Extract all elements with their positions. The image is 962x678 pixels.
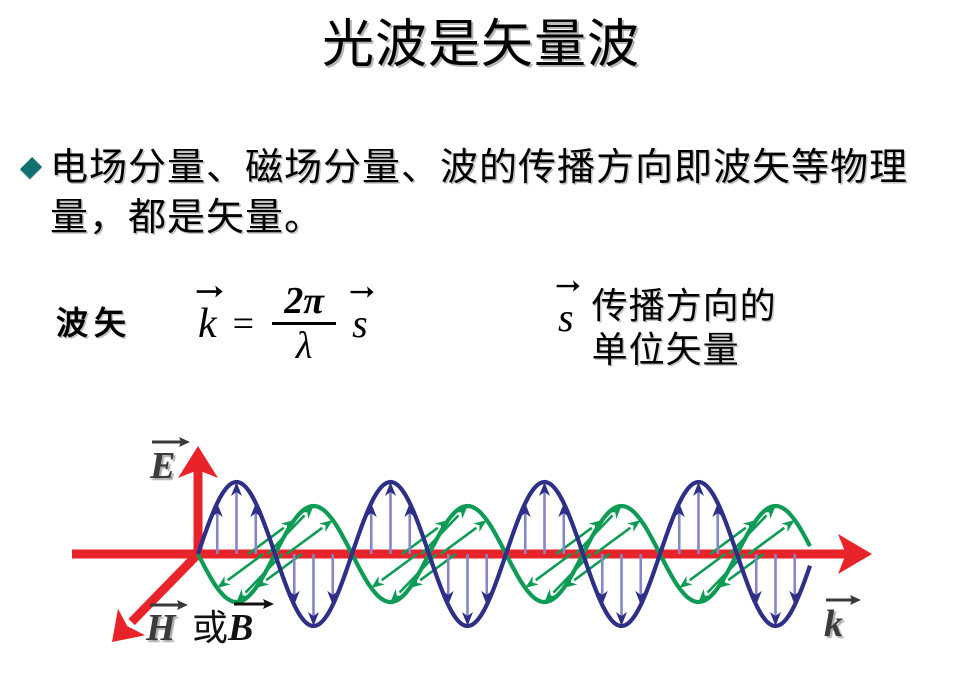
h-axis-label: H <box>145 600 188 649</box>
bullet-item-text: 电场分量、磁场分量、波的传播方向即波矢等物理量，都是矢量。 <box>50 147 909 239</box>
svg-text:E: E <box>149 445 175 487</box>
diamond-bullet-icon <box>19 156 43 180</box>
electromagnetic-wave-diagram: E H k 或 B <box>72 437 872 649</box>
vector-arrow-icon <box>196 282 223 298</box>
e-field-wave-curve <box>196 479 812 629</box>
e-axis-arrow <box>178 446 218 554</box>
fraction-numerator: 2π <box>284 280 324 322</box>
s-caption-lines: 传播方向的 单位矢量 <box>592 284 777 372</box>
s-caption-line-1: 传播方向的 <box>591 286 777 326</box>
fraction-2pi-over-lambda: 2π λ <box>272 280 337 367</box>
vector-k-symbol: k <box>196 285 223 348</box>
vector-s-symbol: s <box>350 286 374 347</box>
h-axis-arrow <box>112 550 202 642</box>
svg-text:k: k <box>824 603 843 645</box>
k-axis-label: k <box>824 595 861 645</box>
bullet-item: 电场分量、磁场分量、波的传播方向即波矢等物理量，都是矢量。 <box>19 143 942 243</box>
fraction-bar <box>272 322 337 325</box>
svg-text:或: 或 <box>192 608 228 648</box>
vector-arrow-icon <box>556 277 580 292</box>
diagram-labels: E H k 或 B <box>145 437 861 649</box>
formula-expression: k = 2π λ s <box>196 280 374 367</box>
formula-label: 波矢 <box>56 305 133 341</box>
svg-text:H: H <box>145 607 177 649</box>
svg-text:B: B <box>227 607 253 649</box>
wave-vector-formula: 波矢 k = 2π λ s <box>56 282 936 392</box>
fraction-denominator: λ <box>295 325 313 367</box>
h-field-wave-curve <box>196 503 812 605</box>
s-caption-line-2: 单位矢量 <box>591 330 740 370</box>
or-b-label: 或 B <box>192 599 274 649</box>
page-title: 光波是矢量波 <box>321 17 640 74</box>
equals-sign: = <box>232 302 255 345</box>
vector-arrow-icon <box>350 283 374 298</box>
s-vector-caption: s 传播方向的 单位矢量 <box>556 280 777 372</box>
e-axis-label: E <box>149 437 190 487</box>
vector-s-symbol-caption: s <box>556 280 580 341</box>
